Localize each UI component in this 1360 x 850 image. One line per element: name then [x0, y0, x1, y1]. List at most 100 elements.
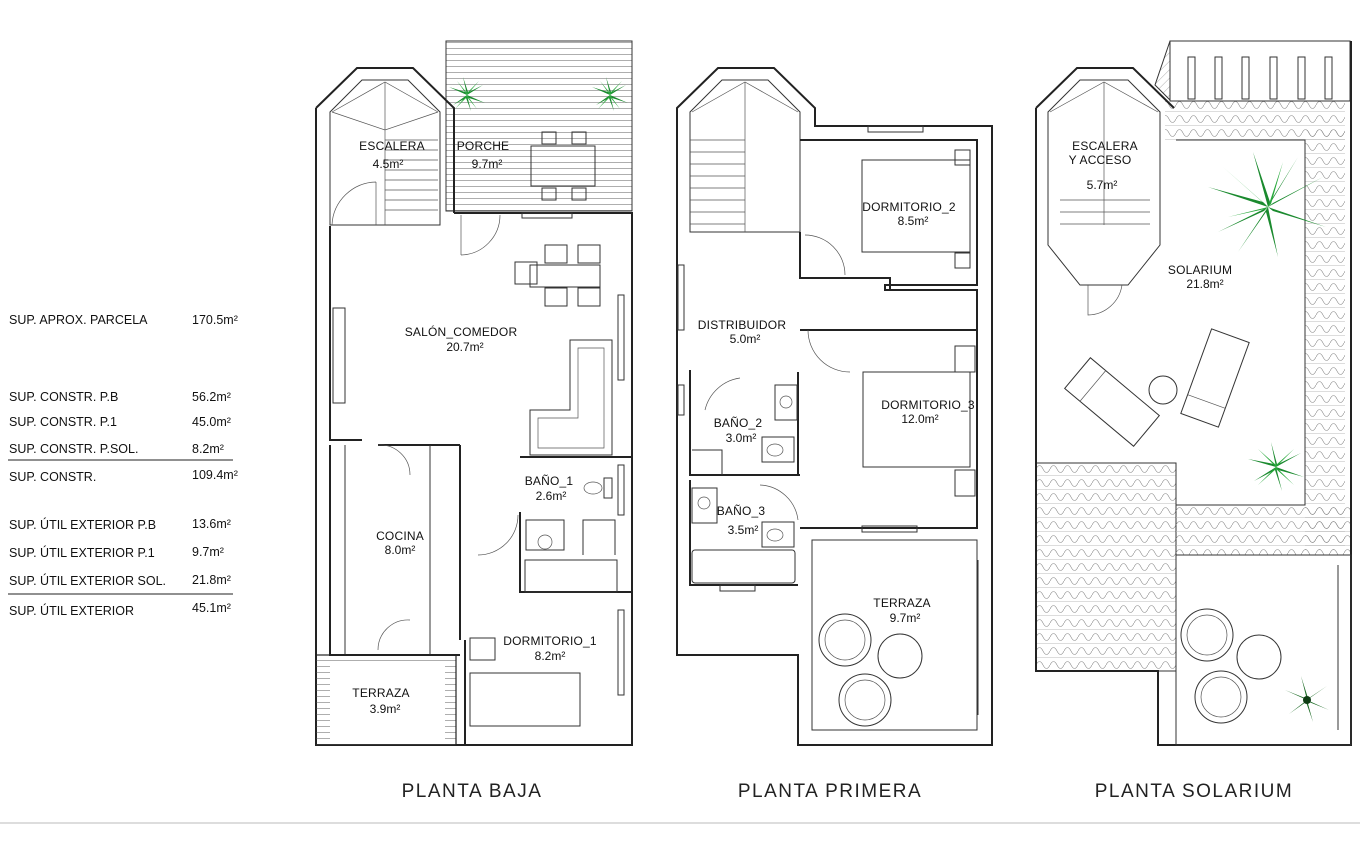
stair-shaft	[329, 79, 441, 226]
railing-bars	[1187, 56, 1333, 100]
terrace-outline	[811, 539, 978, 731]
summary-label: SUP. CONSTR.	[9, 470, 96, 484]
stair-treads	[385, 139, 438, 211]
room-area-dormitorio2: 8.5m²	[898, 214, 929, 228]
summary-row-util-sol: SUP. ÚTIL EXTERIOR SOL. 21.8m²	[8, 573, 233, 595]
summary-label: SUP. CONSTR. P.1	[9, 415, 117, 429]
room-area-bano2: 3.0m²	[726, 431, 757, 445]
stair-arrow	[691, 81, 799, 232]
nightstand	[469, 637, 496, 661]
roof-tiles	[1176, 505, 1351, 555]
summary-table: SUP. APROX. PARCELA 170.5m² SUP. CONSTR.…	[8, 313, 238, 618]
summary-value: 21.8m²	[192, 573, 231, 587]
stair-door	[1087, 284, 1123, 316]
bath-door	[477, 514, 519, 556]
plan-planta-primera: DORMITORIO_2 8.5m² DISTRIBUIDOR 5.0m² DO…	[676, 67, 993, 802]
tv-unit	[332, 307, 346, 404]
wardrobe	[524, 559, 618, 593]
stair-treads	[1060, 199, 1150, 225]
summary-row-constr-p1: SUP. CONSTR. P.1 45.0m²	[9, 415, 231, 429]
interior-walls-2	[689, 370, 800, 586]
nightstand	[954, 345, 976, 373]
summary-value: 109.4m²	[192, 468, 238, 482]
room-name-distribuidor: DISTRIBUIDOR	[698, 318, 787, 332]
room-area-terraza: 3.9m²	[370, 702, 401, 716]
window	[677, 384, 685, 416]
room-name-terraza: TERRAZA	[352, 686, 409, 700]
bed	[862, 371, 971, 468]
summary-row-util-total: SUP. ÚTIL EXTERIOR 45.1m²	[9, 601, 231, 618]
outer-walls	[676, 67, 993, 746]
summary-row-constr-total: SUP. CONSTR. 109.4m²	[9, 468, 238, 484]
room-area-cocina: 8.0m²	[385, 543, 416, 557]
summary-label: SUP. CONSTR. P.SOL.	[9, 442, 138, 456]
nightstand	[954, 149, 971, 166]
entry-door	[331, 181, 377, 226]
palm-icon	[1248, 442, 1304, 491]
room-name-dormitorio1: DORMITORIO_1	[503, 634, 597, 648]
sun-lounger-icon	[1063, 328, 1250, 447]
room-area-bano3: 3.5m²	[728, 523, 759, 537]
window	[677, 264, 685, 331]
kitchen-doors	[377, 444, 411, 651]
room-area-salon: 20.7m²	[446, 340, 483, 354]
room-name-acceso: Y ACCESO	[1069, 153, 1132, 167]
room-name-escalera: ESCALERA	[1072, 139, 1138, 153]
plan-planta-baja: ESCALERA 4.5m² PORCHE 9.7m² SALÓN_COMEDO…	[315, 40, 633, 802]
room-name-dormitorio2: DORMITORIO_2	[862, 200, 956, 214]
roof-tiles	[1035, 462, 1177, 672]
room-area-distribuidor: 5.0m²	[730, 332, 761, 346]
room-name-solarium: SOLARIUM	[1168, 263, 1232, 277]
room-area-escalera: 5.7m²	[1087, 178, 1118, 192]
plant-icon	[1285, 676, 1329, 722]
terrace-outline	[1175, 554, 1352, 746]
summary-row-util-pb: SUP. ÚTIL EXTERIOR P.B 13.6m²	[9, 517, 231, 532]
room-name-cocina: COCINA	[376, 529, 424, 543]
room-name-bano3: BAÑO_3	[717, 504, 766, 518]
summary-label: SUP. ÚTIL EXTERIOR SOL.	[9, 573, 166, 588]
sofa	[529, 339, 613, 456]
summary-label: SUP. ÚTIL EXTERIOR P.1	[9, 545, 155, 560]
room-area-bano1: 2.6m²	[536, 489, 567, 503]
window	[617, 464, 625, 516]
porch-deck	[445, 40, 633, 212]
room-area-dormitorio1: 8.2m²	[535, 649, 566, 663]
room-area-dormitorio3: 12.0m²	[901, 412, 938, 426]
room-name-dormitorio3: DORMITORIO_3	[881, 398, 975, 412]
summary-value: 170.5m²	[192, 313, 238, 327]
interior-walls	[329, 226, 461, 656]
stair-shaft	[1047, 79, 1161, 286]
summary-row-constr-psol: SUP. CONSTR. P.SOL. 8.2m²	[8, 442, 233, 461]
summary-value: 13.6m²	[192, 517, 231, 531]
summary-row-parcela: SUP. APROX. PARCELA 170.5m²	[9, 313, 238, 327]
armchair-icon	[1180, 608, 1282, 724]
palm-icon	[592, 77, 628, 111]
room-name-porche: PORCHE	[457, 139, 510, 153]
nightstand	[954, 252, 971, 269]
bed	[469, 672, 581, 727]
room-area-terraza: 9.7m²	[890, 611, 921, 625]
window	[861, 525, 918, 533]
stair-arrow	[1049, 81, 1159, 225]
palm-icon	[449, 77, 485, 111]
plan-planta-solarium: ESCALERA Y ACCESO 5.7m² SOLARIUM 21.8m² …	[1035, 40, 1352, 802]
room-area-escalera: 4.5m²	[373, 157, 404, 171]
terrace-label-bg	[330, 665, 445, 740]
room-name-bano1: BAÑO_1	[525, 474, 574, 488]
porch-door	[460, 214, 501, 256]
stair-treads	[690, 139, 745, 225]
summary-label: SUP. ÚTIL EXTERIOR P.B	[9, 517, 156, 532]
room-name-terraza: TERRAZA	[873, 596, 930, 610]
plan-title-baja: PLANTA BAJA	[402, 781, 543, 802]
window	[617, 609, 625, 696]
outer-walls	[315, 67, 633, 746]
window	[617, 294, 625, 381]
summary-value: 45.1m²	[192, 601, 231, 615]
doors	[704, 234, 851, 521]
room-area-porche: 9.7m²	[472, 157, 503, 171]
summary-value: 9.7m²	[192, 545, 224, 559]
summary-value: 8.2m²	[192, 442, 224, 456]
summary-label: SUP. APROX. PARCELA	[9, 313, 148, 327]
room-area-solarium: 21.8m²	[1186, 277, 1223, 291]
